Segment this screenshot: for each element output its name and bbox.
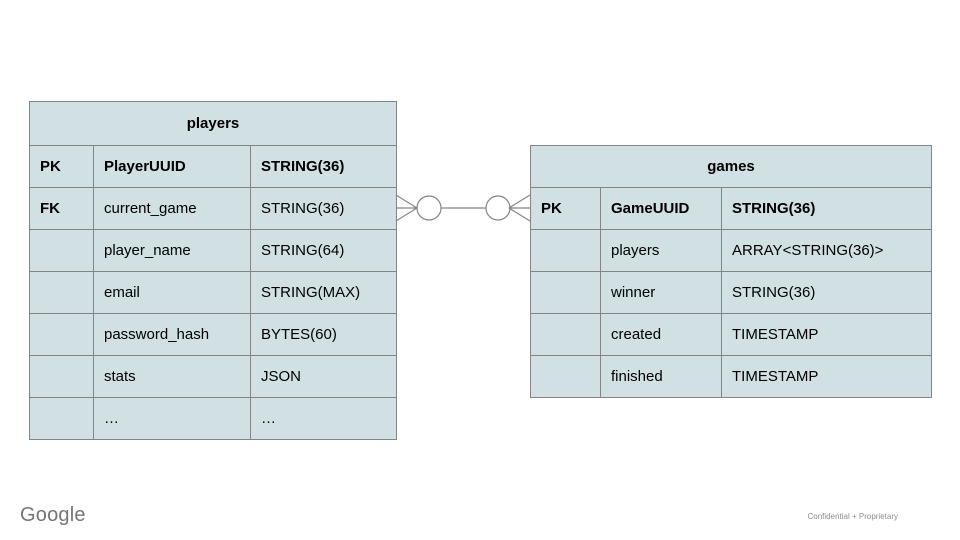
cell-field-name: PlayerUUID <box>94 146 251 188</box>
cell-field-type: BYTES(60) <box>251 314 397 356</box>
cell-key <box>531 272 601 314</box>
cell-key <box>30 314 94 356</box>
google-logo: Google <box>20 504 86 526</box>
zero-cardinality-left-icon <box>416 195 442 221</box>
cell-key: FK <box>30 188 94 230</box>
players-table-title: players <box>30 102 397 146</box>
crow-foot-right-icon <box>508 194 531 222</box>
cell-field-type: TIMESTAMP <box>722 356 932 398</box>
cell-field-name: finished <box>601 356 722 398</box>
cell-field-type: … <box>251 398 397 440</box>
cell-key <box>531 356 601 398</box>
cell-field-name: password_hash <box>94 314 251 356</box>
cell-field-type: STRING(64) <box>251 230 397 272</box>
cell-field-type: TIMESTAMP <box>722 314 932 356</box>
cell-key <box>531 314 601 356</box>
zero-cardinality-right-icon <box>485 195 511 221</box>
players-table: players PK PlayerUUID STRING(36) FK curr… <box>29 101 397 440</box>
cell-field-type: STRING(MAX) <box>251 272 397 314</box>
cell-field-type: STRING(36) <box>722 272 932 314</box>
cell-field-name: stats <box>94 356 251 398</box>
cell-field-name: GameUUID <box>601 188 722 230</box>
cell-field-type: ARRAY<STRING(36)> <box>722 230 932 272</box>
cell-field-type: STRING(36) <box>722 188 932 230</box>
games-table: games PK GameUUID STRING(36) players ARR… <box>530 145 932 398</box>
relationship-connector <box>395 194 531 222</box>
cell-field-type: JSON <box>251 356 397 398</box>
cell-key <box>30 272 94 314</box>
cell-key <box>30 398 94 440</box>
cell-key <box>30 356 94 398</box>
cell-field-type: STRING(36) <box>251 188 397 230</box>
cell-field-name: current_game <box>94 188 251 230</box>
cell-field-name: email <box>94 272 251 314</box>
confidential-note: Confidential + Proprietary <box>807 512 899 521</box>
cell-key <box>531 230 601 272</box>
games-table-title: games <box>531 146 932 188</box>
cell-key: PK <box>531 188 601 230</box>
cell-key <box>30 230 94 272</box>
crow-foot-left-icon <box>395 194 418 222</box>
cell-field-name: … <box>94 398 251 440</box>
cell-field-name: players <box>601 230 722 272</box>
cell-field-name: player_name <box>94 230 251 272</box>
cell-field-name: created <box>601 314 722 356</box>
cell-field-type: STRING(36) <box>251 146 397 188</box>
cell-key: PK <box>30 146 94 188</box>
cell-field-name: winner <box>601 272 722 314</box>
